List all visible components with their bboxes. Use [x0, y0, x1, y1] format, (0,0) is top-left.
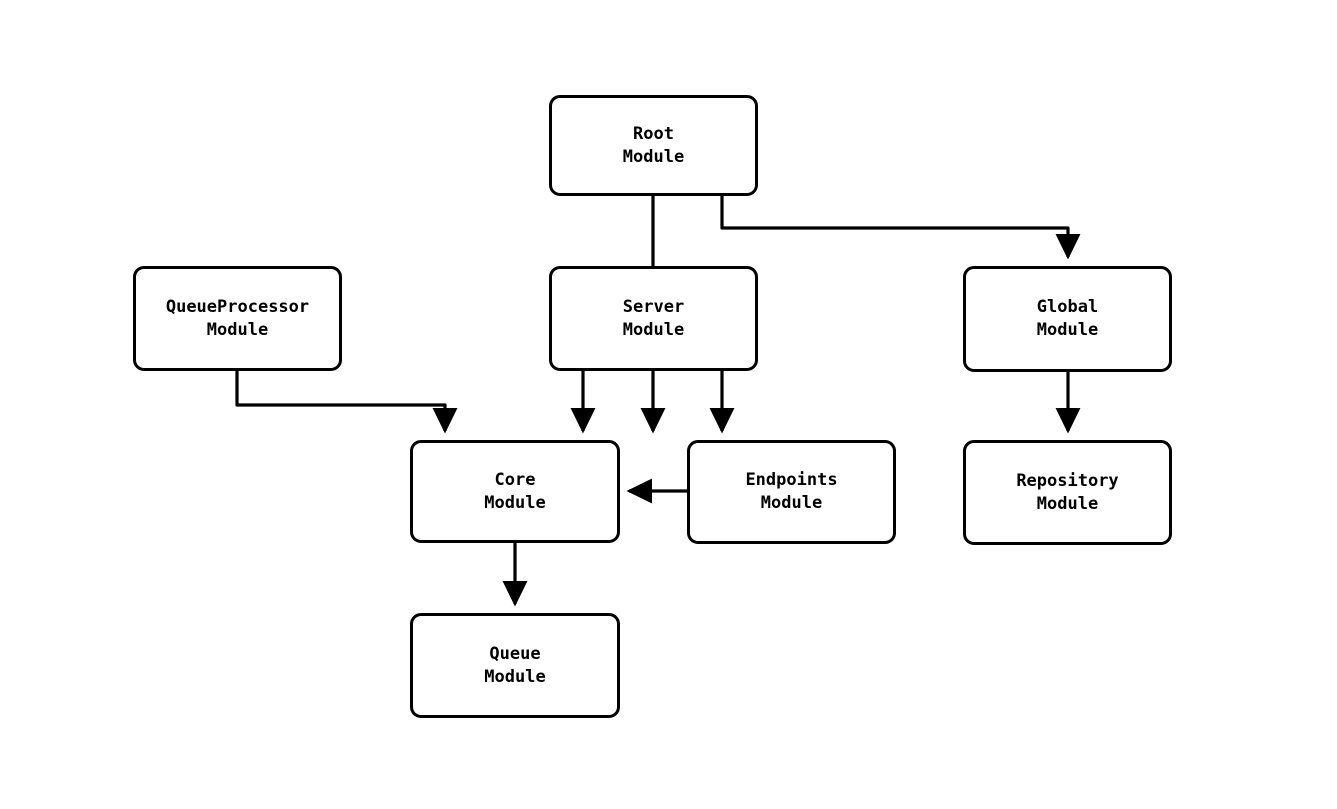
node-core-module-line1: Core	[494, 469, 536, 490]
node-global-module[interactable]: Global Module	[963, 266, 1172, 372]
node-root-module[interactable]: Root Module	[549, 95, 758, 196]
node-server-module[interactable]: Server Module	[549, 266, 758, 371]
node-queue-module-line2: Module	[484, 666, 546, 687]
node-global-module-line2: Module	[1036, 320, 1099, 340]
node-repository-module-line1: Repository	[1016, 470, 1119, 491]
node-root-module-line1: Root	[633, 123, 674, 144]
node-queue-module[interactable]: Queue Module	[410, 613, 620, 718]
node-core-module[interactable]: Core Module	[410, 440, 620, 543]
node-queueprocessor-module-line1: QueueProcessor	[165, 296, 310, 317]
node-server-module-line2: Module	[622, 319, 685, 340]
node-global-module-line1: Global	[1036, 297, 1099, 317]
node-endpoints-module-line2: Module	[760, 493, 823, 513]
node-endpoints-module[interactable]: Endpoints Module	[687, 440, 896, 544]
edge-queueprocessor-to-core	[235, 371, 458, 434]
node-endpoints-module-line1: Endpoints	[745, 470, 838, 490]
node-queueprocessor-module[interactable]: QueueProcessor Module	[133, 266, 342, 371]
node-queue-module-line1: Queue	[489, 643, 541, 664]
node-repository-module[interactable]: Repository Module	[963, 440, 1172, 545]
node-server-module-line1: Server	[622, 296, 685, 317]
node-queueprocessor-module-line2: Module	[206, 319, 269, 340]
node-repository-module-line2: Module	[1036, 493, 1099, 514]
node-core-module-line2: Module	[484, 492, 546, 513]
node-root-module-line2: Module	[622, 146, 685, 167]
edge-root-to-global	[720, 196, 1081, 260]
